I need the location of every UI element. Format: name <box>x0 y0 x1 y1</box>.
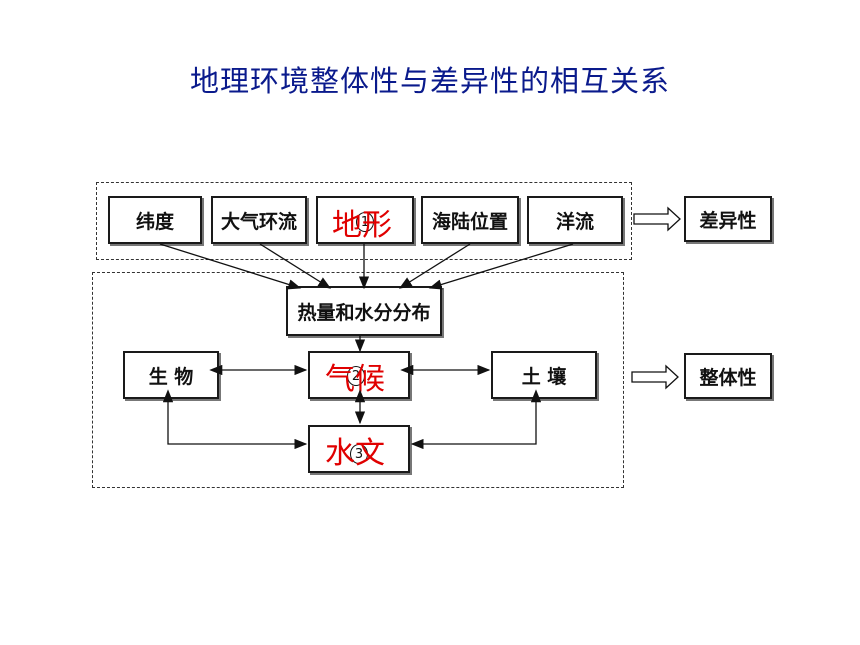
block-arrow-to-integrity <box>631 364 679 390</box>
arrow-circulation-to-center <box>259 243 332 289</box>
block-arrow-to-difference <box>633 206 681 232</box>
arrow-biology-hydrology <box>162 389 308 450</box>
circle-number-1: 1 <box>356 212 374 232</box>
circle-number-3: 3 <box>350 444 368 464</box>
arrow-sealand-to-center <box>398 243 471 289</box>
factor-sea-land-position: 海陆位置 <box>421 196 519 244</box>
arrow-latitude-to-center <box>159 243 302 290</box>
heat-moisture-distribution: 热量和水分分布 <box>286 286 442 336</box>
factor-ocean-current: 洋流 <box>527 196 623 244</box>
outcome-difference: 差异性 <box>684 196 772 242</box>
hydrology-red-label: 水文 <box>325 436 385 471</box>
factor-latitude: 纬度 <box>108 196 202 244</box>
factor-atmospheric-circulation: 大气环流 <box>211 196 307 244</box>
integrity-group-frame <box>92 272 624 488</box>
outcome-integrity: 整体性 <box>684 353 772 399</box>
page-title: 地理环境整体性与差异性的相互关系 <box>189 64 670 98</box>
circle-number-2: 2 <box>347 366 365 386</box>
arrow-soil-hydrology <box>410 389 542 450</box>
factor-landform <box>316 196 414 244</box>
landform-red-label: 地形 <box>332 208 392 243</box>
arrow-current-to-center <box>428 243 574 290</box>
